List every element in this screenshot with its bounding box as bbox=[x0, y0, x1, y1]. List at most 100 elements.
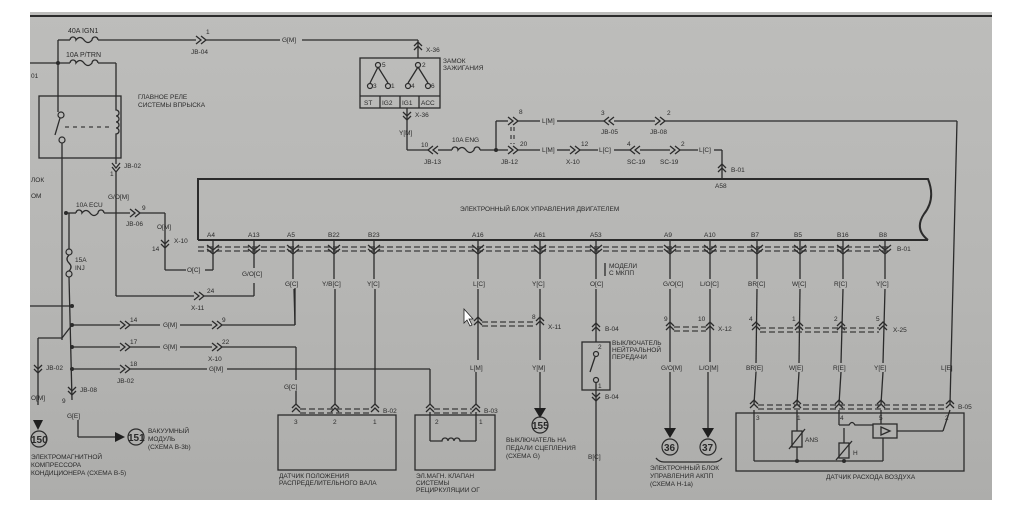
wire-label: Y[C] bbox=[876, 281, 889, 288]
wire-label: L[M] bbox=[542, 147, 555, 154]
wire-label: L[M] bbox=[542, 118, 555, 125]
switch-label-line1: ВЫКЛЮЧАТЕЛЬ bbox=[612, 340, 662, 347]
connector-x25: 4 1 2 5 X-25 bbox=[749, 316, 907, 334]
ecu-pin-connector bbox=[663, 240, 677, 257]
reference-label: КОМПРЕССОРА bbox=[31, 462, 82, 469]
pin-label: 1 bbox=[391, 83, 395, 90]
connector-label: X-11 bbox=[548, 324, 562, 331]
valve-label-line2: СИСТЕМЫ bbox=[416, 480, 450, 487]
wire-label: G/O[C] bbox=[663, 281, 683, 288]
sensor-label-line1: ДАТЧИК ПОЛОЖЕНИЯ bbox=[279, 473, 349, 480]
mouse-cursor-icon bbox=[463, 307, 474, 327]
connector-b01-a58: B-01 A58 bbox=[715, 163, 745, 190]
ecu-pin-connector bbox=[793, 240, 807, 257]
ecu-pin-label: A61 bbox=[534, 232, 546, 239]
pin-label: 14 bbox=[130, 317, 138, 324]
pin-label: 10 bbox=[698, 316, 706, 323]
connector-jb02-left: JB-02 O[M] bbox=[31, 364, 63, 402]
wire-label: G/O[M] bbox=[108, 194, 129, 201]
connector-label: JB-02 bbox=[124, 163, 141, 170]
connector-label: X-11 bbox=[191, 305, 205, 312]
ecu-pin-label: A16 bbox=[472, 232, 484, 239]
connector-label: JB-06 bbox=[126, 221, 143, 228]
note-label: С МКПП bbox=[609, 270, 634, 277]
connector-jb04: 1 JB-04 bbox=[191, 29, 210, 56]
pin-label: 1 bbox=[479, 419, 483, 426]
pin-label: 5 bbox=[382, 62, 386, 69]
reference-150[interactable]: 150 bbox=[30, 430, 48, 448]
connector-sc19-a: 4 SC-19 bbox=[627, 141, 646, 166]
ecu-pin-connector bbox=[206, 240, 220, 257]
connector-jb13: 10 JB-13 bbox=[421, 142, 441, 166]
ecu-pin-connector bbox=[533, 240, 547, 257]
connector-x12: 9 10 X-12 bbox=[664, 316, 732, 333]
reference-155[interactable]: 155 bbox=[531, 416, 549, 434]
reference-37[interactable]: 37 bbox=[699, 438, 717, 456]
reference-36[interactable]: 36 bbox=[661, 438, 679, 456]
ecu-pin-connector bbox=[286, 240, 300, 257]
terminal-label: ST bbox=[364, 100, 372, 107]
h-label: H bbox=[853, 450, 858, 457]
pin-label: 1 bbox=[792, 316, 796, 323]
pin-label: 10 bbox=[421, 142, 429, 149]
note-label: МОДЕЛИ bbox=[609, 263, 637, 270]
terminal-label: ACC bbox=[421, 100, 435, 107]
ecu-pin-label: A9 bbox=[664, 232, 672, 239]
ecu-pin-label: A4 bbox=[207, 232, 215, 239]
reference-label: ЭЛЕКТРОННЫЙ БЛОК bbox=[650, 463, 719, 472]
connector-x11-24: 24 X-11 bbox=[191, 288, 215, 312]
pin-label: 9 bbox=[664, 316, 668, 323]
wire-label: R[C] bbox=[834, 281, 847, 288]
pin-label: 4 bbox=[411, 83, 415, 90]
arrow-down-icon bbox=[33, 420, 43, 430]
reference-151[interactable]: 151 bbox=[127, 428, 145, 446]
amplifier-icon bbox=[872, 423, 898, 439]
connector-label: X-10 bbox=[566, 159, 580, 166]
fuse-inj-amp-label: 15A bbox=[75, 257, 87, 264]
ecu-pin-label: B5 bbox=[794, 232, 802, 239]
reference-label: ВЫКЛЮЧАТЕЛЬ НА bbox=[506, 437, 567, 444]
ecu-pin-label: A5 bbox=[287, 232, 295, 239]
wire-label: L[C] bbox=[599, 147, 611, 154]
maf-sensor-label: ДАТЧИК РАСХОДА ВОЗДУХА bbox=[826, 474, 916, 481]
fuse-eng-label: 10A ENG bbox=[452, 137, 479, 144]
connector-label: JB-12 bbox=[501, 159, 518, 166]
ecu-title: ЭЛЕКТРОННЫЙ БЛОК УПРАВЛЕНИЯ ДВИГАТЕЛЕМ bbox=[460, 204, 619, 213]
pin-label: A58 bbox=[715, 183, 727, 190]
ecu-pin-connector bbox=[750, 240, 764, 257]
ecu-pin-label: B22 bbox=[328, 232, 340, 239]
connector-label: B-01 bbox=[731, 167, 745, 174]
neutral-switch: B-04 2 1 ВЫКЛЮЧАТЕЛЬ НЕЙТРАЛЬНОЙ ПЕРЕДАЧ… bbox=[581, 322, 662, 500]
left-fragment-label: 01 bbox=[31, 73, 39, 80]
connector-label: X-25 bbox=[893, 327, 907, 334]
connector-x10: 14 X-10 bbox=[152, 238, 188, 253]
left-fragment-label: ЛОК bbox=[31, 177, 44, 184]
reference-number: 151 bbox=[128, 433, 145, 444]
ecu-pin-label: B23 bbox=[368, 232, 380, 239]
connector-label: X-36 bbox=[426, 47, 440, 54]
connector-jb12: 8 20 JB-12 bbox=[501, 109, 528, 166]
connector-label: B-03 bbox=[484, 408, 498, 415]
camshaft-sensor: G[C] B-02 3 2 1 ДАТЧИК ПОЛОЖЕНИЯ РАСПРЕД… bbox=[277, 384, 397, 487]
terminal-label: IG1 bbox=[402, 100, 413, 107]
pin-label: 1 bbox=[110, 171, 114, 178]
connector-label: B-04 bbox=[605, 394, 619, 401]
pin-label: 17 bbox=[130, 339, 138, 346]
fuse-15a-inj: 15A INJ bbox=[65, 248, 87, 278]
relay-label-line2: СИСТЕМЫ ВПРЫСКА bbox=[138, 102, 206, 109]
connector-label: JB-08 bbox=[650, 129, 667, 136]
pin-label: 14 bbox=[152, 246, 160, 253]
fuse-ecu-label: 10A ECU bbox=[76, 202, 103, 209]
sensor-label-line2: РАСПРЕДЕЛИТЕЛЬНОГО ВАЛА bbox=[279, 480, 377, 487]
pin-label: 2 bbox=[681, 141, 685, 148]
connector-label: X-12 bbox=[718, 326, 732, 333]
connector-label: B-04 bbox=[605, 326, 619, 333]
pin-label: 1 bbox=[206, 29, 210, 36]
pin-label: 6 bbox=[431, 83, 435, 90]
ans-label: ANS bbox=[805, 437, 819, 444]
connector-jb06: 9 JB-06 bbox=[126, 205, 146, 228]
wire-label: G[M] bbox=[282, 37, 296, 44]
wire-label: BR[E] bbox=[746, 365, 763, 372]
wire-label: L[C] bbox=[473, 281, 485, 288]
arrow-down-icon bbox=[702, 428, 714, 438]
